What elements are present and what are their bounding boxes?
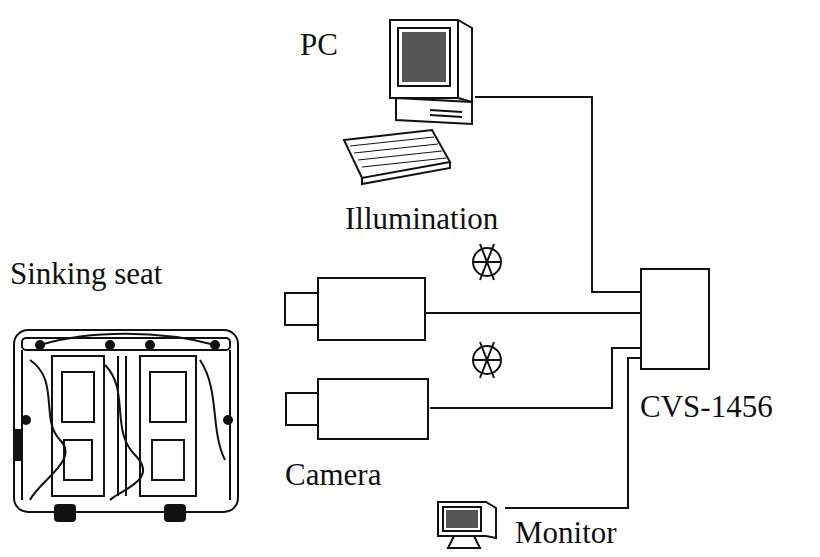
lamp-symbol [473, 244, 501, 280]
node-label: PC [300, 26, 338, 63]
part-label: Sinking seat [10, 255, 162, 292]
signal-cable [430, 348, 640, 408]
box-icon [640, 268, 710, 370]
camera-node: Camera [285, 378, 430, 440]
camera-symbol [285, 278, 425, 340]
sinking-seat-drawing [14, 330, 238, 521]
computer-node: PC [340, 12, 475, 188]
node-label: Camera [285, 456, 381, 493]
camera-icon [285, 378, 430, 440]
monitor-icon [430, 498, 505, 552]
signal-cable [505, 358, 640, 508]
pc-icon [340, 12, 475, 188]
processor-box: CVS-1456 [640, 268, 710, 370]
signal-cable [475, 97, 640, 292]
illumination-label: Illumination [345, 200, 498, 237]
node-label: CVS-1456 [640, 388, 773, 425]
node-label: Monitor [515, 514, 617, 551]
monitor-node: Monitor [430, 498, 505, 552]
camera-wire [425, 312, 640, 314]
lamp-symbol [473, 342, 501, 378]
